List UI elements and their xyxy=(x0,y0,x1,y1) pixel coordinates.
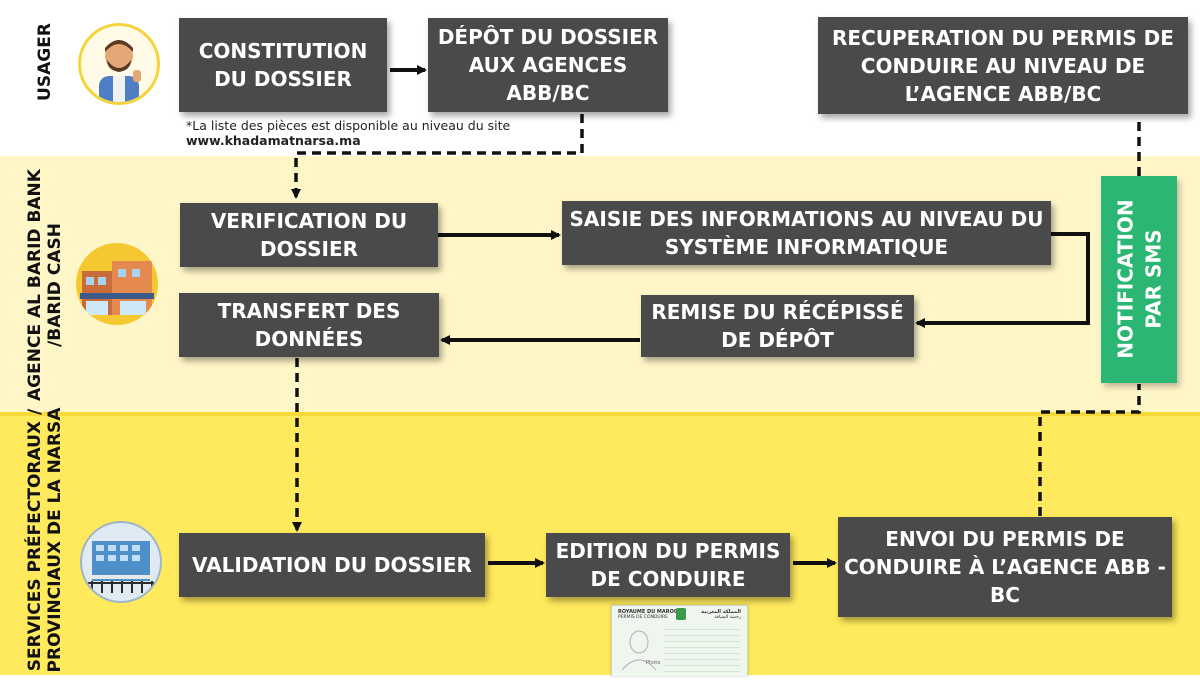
arrow-envoi-notification xyxy=(1038,384,1141,516)
card-fields xyxy=(664,628,740,672)
card-left-sub: PERMIS DE CONDUIRE xyxy=(618,615,669,620)
notification-sms-label: NOTIFICATION PAR SMS xyxy=(1113,199,1165,359)
step-constitution: CONSTITUTION DU DOSSIER xyxy=(179,18,387,112)
card-right-sub: رخصة السياقة xyxy=(714,615,741,620)
prefecture-building-icon xyxy=(80,521,162,603)
step-transfert: TRANSFERT DES DONNÉES xyxy=(179,293,439,357)
agency-building-icon xyxy=(76,243,158,325)
card-photo-silhouette-icon xyxy=(621,630,657,670)
arrow-depot-verification xyxy=(291,114,584,199)
card-photo-label: Photo xyxy=(646,660,661,666)
card-left-header: ROYAUME DU MAROC xyxy=(618,609,678,615)
step-saisie: SAISIE DES INFORMATIONS AU NIVEAU DU SYS… xyxy=(562,201,1051,265)
step-validation: VALIDATION DU DOSSIER xyxy=(179,533,485,597)
lane-agence-band xyxy=(0,156,1200,414)
lane-divider xyxy=(0,412,1200,416)
notification-sms-box xyxy=(1101,176,1177,383)
user-avatar-icon xyxy=(78,23,160,105)
site-link[interactable]: www.khadamatnarsa.ma xyxy=(186,133,361,148)
card-right-header: المملكة المغربية xyxy=(701,609,741,615)
license-card-icon: ROYAUME DU MAROC PERMIS DE CONDUIRE المم… xyxy=(611,605,748,676)
step-depot: DÉPÔT DU DOSSIER AUX AGENCES ABB/BC xyxy=(428,18,668,112)
step-edition: EDITION DU PERMIS DE CONDUIRE xyxy=(546,533,790,597)
arrow-saisie-remise xyxy=(915,232,1090,328)
step-envoi: ENVOI DU PERMIS DE CONDUIRE À L’AGENCE A… xyxy=(838,517,1172,617)
step-recuperation: RECUPERATION DU PERMIS DE CONDUIRE AU NI… xyxy=(818,17,1188,114)
documents-note: *La liste des pièces est disponible au n… xyxy=(186,118,511,148)
card-emblem-icon xyxy=(676,608,686,620)
step-verification: VERIFICATION DU DOSSIER xyxy=(180,203,438,267)
step-remise: REMISE DU RÉCÉPISSÉ DE DÉPÔT xyxy=(641,295,914,357)
